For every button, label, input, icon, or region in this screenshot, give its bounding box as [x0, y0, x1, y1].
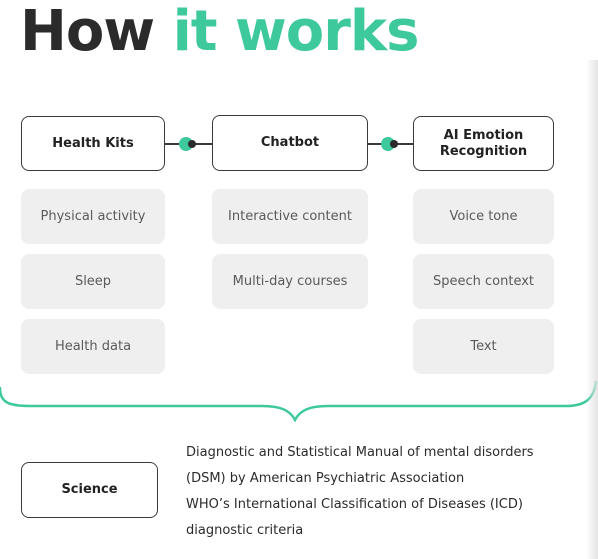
science-line-1: Diagnostic and Statistical Manual of men… [186, 445, 534, 460]
connector-health-chatbot [165, 137, 212, 151]
title-part-how: How [20, 0, 155, 64]
chip-sleep: Sleep [21, 254, 165, 309]
health-kits-label: Health Kits [52, 135, 134, 151]
health-kits-box: Health Kits [21, 116, 165, 171]
connector-chatbot-emotion [368, 137, 413, 151]
chip-health-data: Health data [21, 319, 165, 374]
science-line-2: (DSM) by American Psychiatric Associatio… [186, 471, 465, 486]
connector-dot-dark [188, 140, 196, 148]
science-description: Diagnostic and Statistical Manual of men… [186, 440, 596, 544]
ai-emotion-recognition-box: AI Emotion Recognition [413, 116, 554, 171]
chip-physical-activity: Physical activity [21, 189, 165, 244]
science-line-3: WHO’s International Classification of Di… [186, 497, 523, 512]
connector-dot-dark [390, 140, 398, 148]
chip-multi-day-courses: Multi-day courses [212, 254, 368, 309]
ai-emotion-recognition-label: AI Emotion Recognition [439, 127, 528, 159]
chip-text: Text [413, 319, 554, 374]
chatbot-box: Chatbot [212, 115, 368, 171]
page-title: How it works [20, 0, 420, 64]
science-label: Science [61, 482, 118, 497]
edge-shadow [586, 60, 598, 559]
chip-speech-context: Speech context [413, 254, 554, 309]
science-line-4: diagnostic criteria [186, 523, 304, 538]
chip-voice-tone: Voice tone [413, 189, 554, 244]
title-part-it-works: it works [172, 0, 420, 64]
chatbot-label: Chatbot [260, 135, 320, 150]
chip-interactive-content: Interactive content [212, 189, 368, 244]
science-box: Science [21, 462, 158, 518]
curly-brace [0, 380, 598, 422]
